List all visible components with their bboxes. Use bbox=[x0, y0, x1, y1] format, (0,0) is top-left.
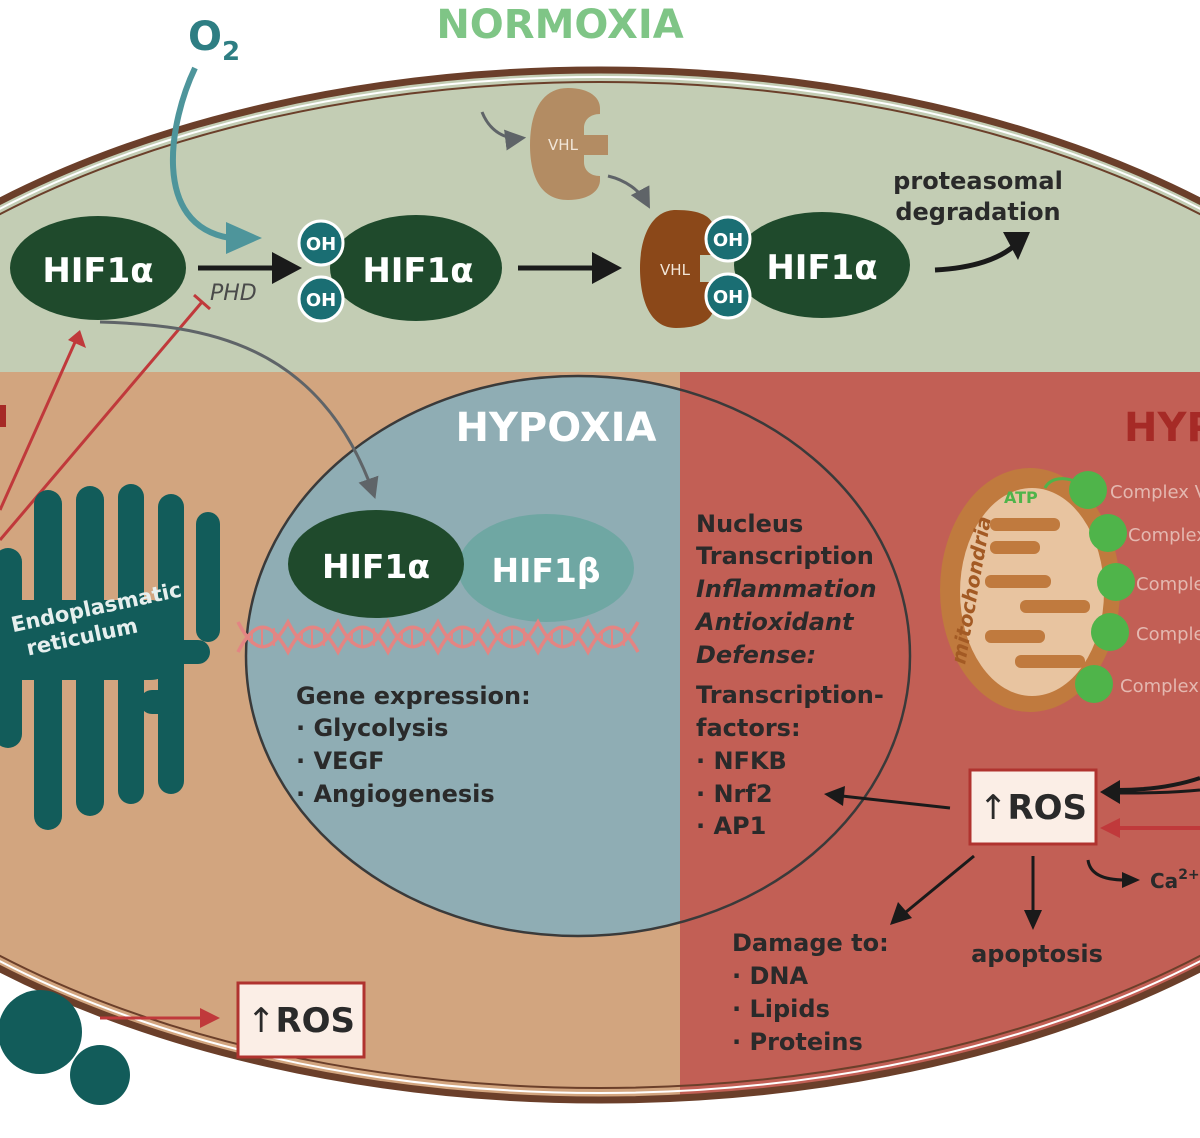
damage-list: Damage to: · DNA · Lipids · Proteins bbox=[732, 929, 889, 1056]
oh-group-vhl-top: OH bbox=[704, 215, 752, 263]
svg-text:degradation: degradation bbox=[895, 198, 1060, 226]
gene-expression-list: Gene expression: · Glycolysis · VEGF · A… bbox=[296, 682, 531, 808]
svg-text:OH: OH bbox=[306, 290, 336, 311]
svg-text:· Glycolysis: · Glycolysis bbox=[296, 714, 448, 742]
svg-text:Damage to:: Damage to: bbox=[732, 929, 889, 957]
hif1a-node-3: HIF1α OH OH bbox=[704, 212, 910, 320]
svg-text:VHL: VHL bbox=[660, 261, 691, 279]
vhl-free: VHL bbox=[530, 88, 608, 200]
oxygen-label: O2 bbox=[188, 14, 240, 67]
svg-text:Antioxidant: Antioxidant bbox=[694, 608, 855, 636]
oh-group-bottom: OH bbox=[297, 275, 345, 323]
svg-text:proteasomal: proteasomal bbox=[893, 167, 1063, 195]
svg-text:Comple: Comple bbox=[1136, 574, 1200, 595]
normoxia-title: NORMOXIA bbox=[436, 2, 683, 48]
hypoxia-right-title: HYP bbox=[1124, 405, 1200, 451]
complex-iv bbox=[1089, 514, 1127, 552]
oh-group-top: OH bbox=[297, 219, 345, 267]
svg-text:· Proteins: · Proteins bbox=[732, 1028, 863, 1056]
mitochondrion-blob-small bbox=[70, 1045, 130, 1105]
dna-helix bbox=[236, 618, 640, 656]
svg-text:Complex V: Complex V bbox=[1110, 482, 1200, 503]
svg-text:Comple: Comple bbox=[1136, 624, 1200, 645]
red-inhibition-bar bbox=[193, 293, 211, 311]
atp-label: ATP bbox=[1004, 488, 1038, 507]
hif1a-hydroxylated: HIF1α OH OH bbox=[297, 215, 502, 323]
svg-text:OH: OH bbox=[713, 287, 743, 308]
endoplasmic-reticulum bbox=[0, 484, 220, 830]
complex-v bbox=[1069, 471, 1107, 509]
complex-i bbox=[1075, 665, 1113, 703]
ros-to-calcium-arrow bbox=[1086, 859, 1126, 882]
svg-text:HIF1α: HIF1α bbox=[42, 251, 153, 291]
complex-iii bbox=[1097, 563, 1135, 601]
svg-text:Defense:: Defense: bbox=[696, 641, 816, 669]
ros-to-tf-arrow bbox=[841, 794, 951, 810]
proteasomal-degradation-label: proteasomal degradation bbox=[893, 167, 1063, 226]
oxygen-arrow bbox=[170, 66, 231, 241]
svg-text:· DNA: · DNA bbox=[732, 962, 808, 990]
mitochondrion-blob-large bbox=[0, 990, 82, 1074]
cell-membrane bbox=[0, 66, 1200, 1104]
svg-text:· VEGF: · VEGF bbox=[296, 747, 385, 775]
oh-group-vhl-bottom: OH bbox=[704, 272, 752, 320]
mitochondrion: mitochondria ATP bbox=[940, 468, 1120, 712]
vhl-in-arrow bbox=[480, 111, 527, 151]
nuclear-translocation-arrow bbox=[99, 320, 379, 499]
left-marker-partial bbox=[0, 405, 6, 427]
svg-text:↑ROS: ↑ROS bbox=[979, 788, 1087, 828]
red-activation-arrow bbox=[0, 339, 78, 511]
ros-input-arrow-black bbox=[1117, 776, 1200, 792]
svg-text:· Nrf2: · Nrf2 bbox=[696, 780, 773, 808]
svg-text:factors:: factors: bbox=[696, 714, 801, 742]
phd-label: PHD bbox=[210, 281, 257, 306]
cell-membrane-inner bbox=[0, 76, 1200, 1094]
svg-text:OH: OH bbox=[306, 234, 336, 255]
svg-text:Nucleus: Nucleus bbox=[696, 510, 803, 538]
hypoxia-title: HYPOXIA bbox=[455, 405, 656, 451]
svg-text:Complex: Complex bbox=[1120, 676, 1199, 697]
svg-text:Inflammation: Inflammation bbox=[696, 575, 877, 603]
ros-box-left: ↑ROS bbox=[236, 981, 366, 1059]
svg-text:HIF1α: HIF1α bbox=[322, 547, 430, 586]
hif1a-node-1: HIF1α bbox=[10, 216, 186, 320]
svg-text:VHL: VHL bbox=[548, 136, 579, 154]
svg-text:O2: O2 bbox=[188, 14, 240, 67]
nucleus-transcription-text: Nucleus Transcription Inflammation Antio… bbox=[694, 510, 884, 840]
svg-text:Transcription-: Transcription- bbox=[696, 681, 884, 709]
ros-to-damage-arrow bbox=[905, 854, 975, 914]
svg-text:Gene expression:: Gene expression: bbox=[296, 682, 531, 710]
apoptosis-label: apoptosis bbox=[971, 940, 1103, 968]
calcium-label: Ca2+ bbox=[1150, 867, 1200, 893]
svg-text:· Angiogenesis: · Angiogenesis bbox=[296, 780, 495, 808]
complex-ii bbox=[1091, 613, 1129, 651]
degradation-arrow bbox=[934, 244, 1016, 273]
hif-dimer: HIF1β HIF1α bbox=[288, 510, 634, 622]
ros-box-right: ↑ROS bbox=[968, 768, 1098, 846]
svg-text:HIF1α: HIF1α bbox=[362, 251, 473, 291]
red-inhibition-line bbox=[0, 301, 204, 541]
svg-text:· AP1: · AP1 bbox=[696, 812, 766, 840]
oxygen-arrow-head bbox=[226, 222, 262, 254]
svg-text:↑ROS: ↑ROS bbox=[247, 1001, 355, 1041]
vhl-bound: VHL bbox=[640, 210, 714, 328]
svg-text:Transcription: Transcription bbox=[696, 542, 874, 570]
svg-text:OH: OH bbox=[713, 230, 743, 251]
svg-text:HIF1β: HIF1β bbox=[491, 551, 600, 590]
respiratory-complexes: Complex V Complex Comple Comple Complex bbox=[1069, 471, 1200, 703]
svg-text:HIF1α: HIF1α bbox=[766, 248, 877, 288]
svg-text:· NFKB: · NFKB bbox=[696, 747, 787, 775]
vhl-out-arrow bbox=[607, 174, 650, 209]
svg-text:Complex: Complex bbox=[1128, 525, 1200, 546]
svg-text:· Lipids: · Lipids bbox=[732, 995, 830, 1023]
